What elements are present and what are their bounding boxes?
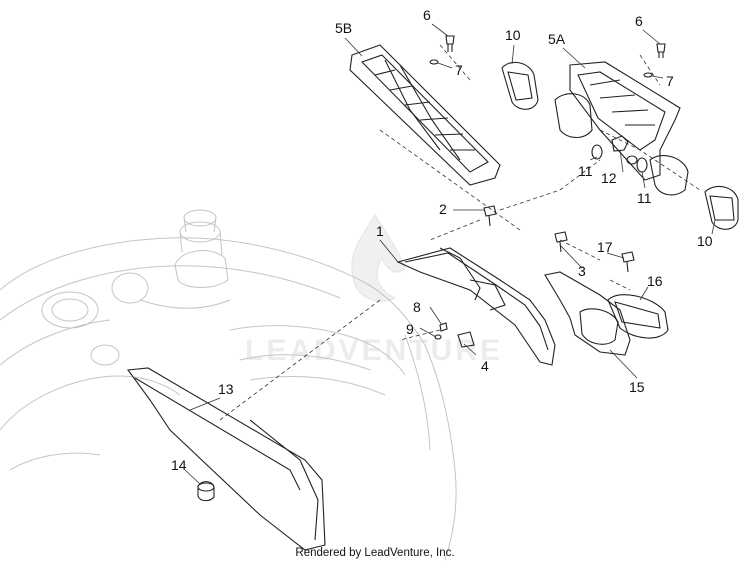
footer-credit: Rendered by LeadVenture, Inc.: [295, 547, 454, 559]
callout-11-right: 11: [637, 190, 652, 206]
bushing-11-left: [591, 144, 603, 160]
license-plate-bracket-5b: [349, 44, 501, 186]
callout-5b: 5B: [335, 20, 352, 36]
callout-17: 17: [597, 239, 613, 255]
reflector-10-right: [704, 185, 739, 230]
clip-4: [457, 331, 475, 348]
callout-8: 8: [413, 299, 421, 315]
washer-7-right: [643, 72, 653, 78]
washer-7-left: [429, 59, 439, 65]
screw-6-right: [656, 43, 666, 58]
callout-14: 14: [171, 457, 187, 473]
callout-5a: 5A: [548, 31, 566, 47]
callout-10-top: 10: [505, 27, 521, 43]
nut-12: [611, 135, 638, 165]
callout-3: 3: [578, 263, 586, 279]
reflector-16: [607, 294, 669, 339]
panel-13: [126, 367, 326, 551]
callout-7-right: 7: [666, 73, 674, 89]
bushing-11-right: [636, 157, 648, 173]
callout-9: 9: [406, 321, 414, 337]
callout-labels: 1 2 3 4 5A 5B 6 6 7 7 8 9 10 10 11 11 12…: [171, 7, 713, 473]
callout-2: 2: [439, 201, 447, 217]
callout-4: 4: [481, 358, 489, 374]
license-plate-bracket-5a: [554, 61, 689, 196]
watermark-text: LEADVENTURE: [245, 334, 503, 367]
rear-body-ghost: [0, 209, 457, 561]
bracket-15: [544, 271, 631, 356]
callout-1: 1: [376, 223, 384, 239]
callout-12: 12: [601, 170, 617, 186]
assembly-lines: [219, 44, 701, 421]
washer-9: [434, 334, 442, 340]
callout-6-right: 6: [635, 13, 643, 29]
reflector-10-top: [501, 61, 539, 110]
grommet-14: [197, 481, 215, 502]
leader-lines: [184, 23, 716, 485]
screw-2: [483, 205, 497, 227]
screw-6-left: [445, 35, 455, 52]
mudguard-1: [396, 247, 556, 366]
screw-8: [439, 322, 448, 332]
callout-6-left: 6: [423, 7, 431, 23]
screw-17: [621, 251, 635, 273]
leadventure-watermark: LEADVENTURE: [245, 214, 503, 367]
callout-7-left: 7: [455, 62, 463, 78]
callout-13: 13: [218, 381, 234, 397]
screw-3: [554, 231, 568, 253]
callout-16: 16: [647, 273, 663, 289]
callout-15: 15: [629, 379, 645, 395]
callout-11-left: 11: [578, 163, 593, 179]
callout-10-right: 10: [697, 233, 713, 249]
